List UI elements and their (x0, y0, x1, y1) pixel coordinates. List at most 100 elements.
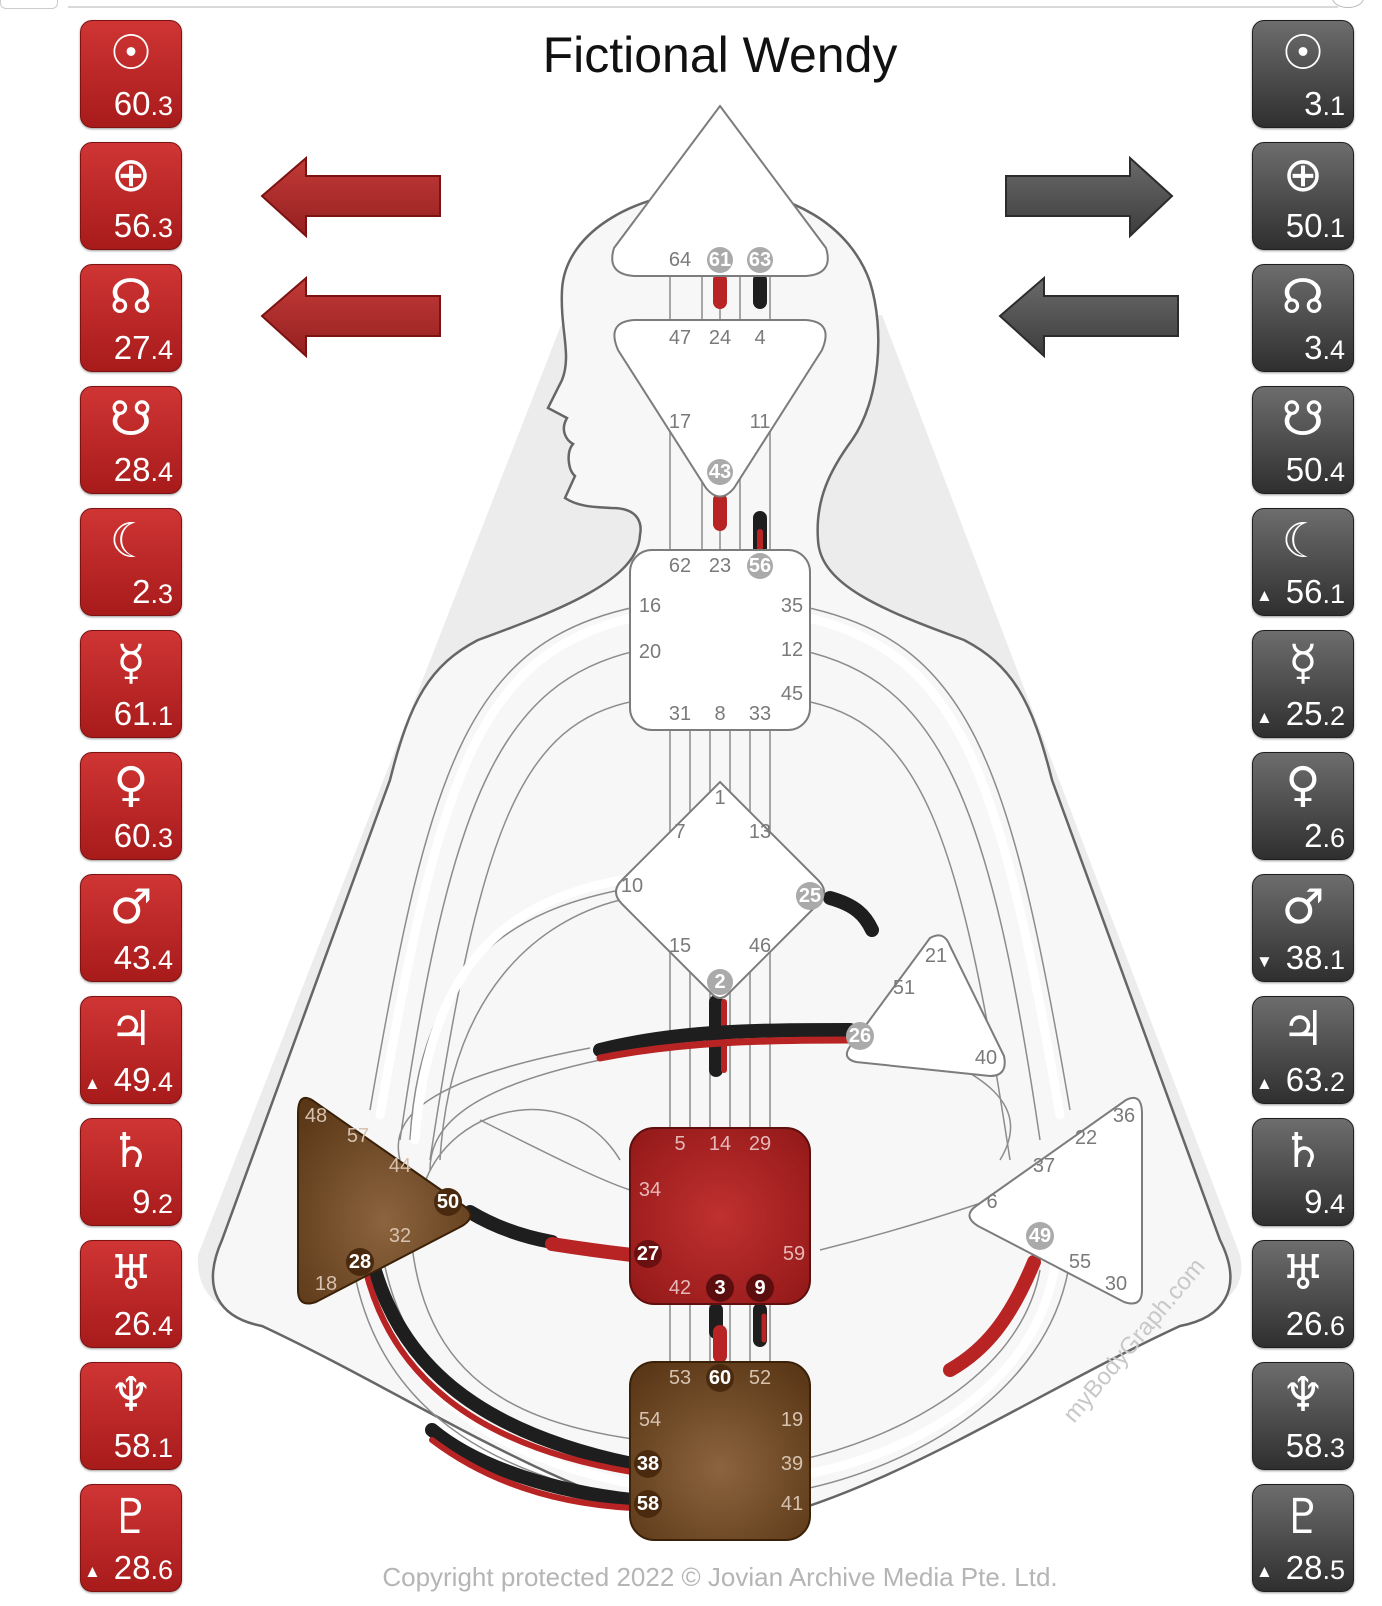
south-node-icon: ☋ (109, 391, 153, 447)
personality-planet-mars[interactable]: ♂38.1▼ (1252, 874, 1354, 982)
line-number: .5 (1322, 1555, 1345, 1585)
sun-icon: ☉ (109, 25, 153, 81)
gate-number: 9 (132, 1183, 151, 1220)
design-planet-saturn[interactable]: ♄9.2 (80, 1118, 182, 1226)
gate-44: 44 (389, 1155, 411, 1177)
gate-40: 40 (975, 1047, 997, 1069)
variable-arrow-left-top (260, 155, 441, 239)
gate-64: 64 (669, 249, 691, 271)
line-number: .1 (1322, 91, 1345, 121)
line-number: .1 (1322, 579, 1345, 609)
gate-3: 3 (714, 1277, 725, 1299)
window-corner-left (0, 0, 58, 9)
gate-47: 47 (669, 327, 691, 349)
gate-41: 41 (781, 1493, 803, 1515)
channel-tracks (347, 270, 1071, 1501)
personality-planet-mercury[interactable]: ☿25.2▲ (1252, 630, 1354, 738)
personality-planet-earth[interactable]: ⊕50.1 (1252, 142, 1354, 250)
design-planet-neptune[interactable]: ♆58.1 (80, 1362, 182, 1470)
ajna-center (613, 319, 827, 498)
planet-gate-value: 60.3 (114, 817, 173, 857)
gate-13: 13 (749, 821, 771, 843)
personality-planet-neptune[interactable]: ♆58.3 (1252, 1362, 1354, 1470)
gate-38: 38 (637, 1453, 659, 1475)
personality-planet-jupiter[interactable]: ♃63.2▲ (1252, 996, 1354, 1104)
personality-planet-moon[interactable]: ☾56.1▲ (1252, 508, 1354, 616)
design-planet-venus[interactable]: ♀60.3 (80, 752, 182, 860)
design-planet-mercury[interactable]: ☿61.1 (80, 630, 182, 738)
personality-planets-column: ☉3.1⊕50.1☊3.4☋50.4☾56.1▲☿25.2▲♀2.6♂38.1▼… (1252, 20, 1356, 1606)
variable-arrow-right-top (1005, 155, 1174, 239)
gate-number: 28 (1285, 1549, 1323, 1586)
saturn-icon: ♄ (109, 1123, 153, 1179)
line-number: .1 (150, 701, 173, 731)
earth-icon: ⊕ (1282, 147, 1324, 203)
personality-planet-uranus[interactable]: ♅26.6 (1252, 1240, 1354, 1348)
personality-planet-pluto[interactable]: ♇28.5▲ (1252, 1484, 1354, 1592)
gate-number: 58 (113, 1427, 151, 1464)
design-planet-moon[interactable]: ☾2.3 (80, 508, 182, 616)
gate-55: 55 (1069, 1251, 1091, 1273)
gate-6: 6 (986, 1191, 997, 1213)
design-planet-jupiter[interactable]: ♃49.4▲ (80, 996, 182, 1104)
design-planet-mars[interactable]: ♂43.4 (80, 874, 182, 982)
personality-planet-north-node[interactable]: ☊3.4 (1252, 264, 1354, 372)
gate-49: 49 (1029, 1225, 1051, 1247)
chart-title: Fictional Wendy (543, 27, 898, 83)
planet-gate-value: 43.4 (114, 939, 173, 979)
planet-gate-value: 2.3 (132, 573, 173, 613)
gate-33: 33 (749, 703, 771, 725)
gate-28: 28 (349, 1251, 371, 1273)
gate-number: 58 (1285, 1427, 1323, 1464)
design-planet-uranus[interactable]: ♅26.4 (80, 1240, 182, 1348)
planet-gate-value: 27.4 (114, 329, 173, 369)
personality-planet-venus[interactable]: ♀2.6 (1252, 752, 1354, 860)
planet-gate-value: 56.3 (114, 207, 173, 247)
exalted-arrow-icon: ▲ (84, 1562, 101, 1581)
planet-gate-value: 38.1 (1286, 939, 1345, 979)
moon-icon: ☾ (109, 513, 153, 569)
uranus-icon: ♅ (1281, 1245, 1325, 1301)
gate-19: 19 (781, 1409, 803, 1431)
planet-gate-value: 28.4 (114, 451, 173, 491)
venus-icon: ♀ (1285, 757, 1321, 813)
gate-number: 3 (1304, 85, 1323, 122)
planet-gate-value: 56.1 (1286, 573, 1345, 613)
design-planet-sun[interactable]: ☉60.3 (80, 20, 182, 128)
north-node-icon: ☊ (109, 269, 153, 325)
gate-29: 29 (749, 1133, 771, 1155)
personality-planet-sun[interactable]: ☉3.1 (1252, 20, 1354, 128)
line-number: .2 (1322, 701, 1345, 731)
planet-gate-value: 9.2 (132, 1183, 173, 1223)
design-planet-earth[interactable]: ⊕56.3 (80, 142, 182, 250)
line-number: .3 (150, 213, 173, 243)
planet-gate-value: 28.5 (1286, 1549, 1345, 1589)
personality-planet-south-node[interactable]: ☋50.4 (1252, 386, 1354, 494)
gate-34: 34 (639, 1179, 661, 1201)
gate-24: 24 (709, 327, 731, 349)
pluto-icon: ♇ (1281, 1489, 1325, 1545)
jupiter-icon: ♃ (1281, 1001, 1325, 1057)
planet-gate-value: 58.1 (114, 1427, 173, 1467)
gate-50: 50 (437, 1191, 459, 1213)
root-center (629, 1361, 811, 1541)
gate-57: 57 (347, 1125, 369, 1147)
gate-15: 15 (669, 935, 691, 957)
gate-30: 30 (1105, 1273, 1127, 1295)
design-planet-north-node[interactable]: ☊27.4 (80, 264, 182, 372)
neptune-icon: ♆ (109, 1367, 153, 1423)
solar-plexus-center (968, 1096, 1143, 1305)
gate-35: 35 (781, 595, 803, 617)
copyright-footer: Copyright protected 2022 © Jovian Archiv… (382, 1562, 1057, 1592)
gate-number: 50 (1285, 451, 1323, 488)
exalted-arrow-icon: ▲ (1256, 1562, 1273, 1581)
gate-number: 3 (1304, 329, 1323, 366)
design-planet-pluto[interactable]: ♇28.6▲ (80, 1484, 182, 1592)
personality-planet-saturn[interactable]: ♄9.4 (1252, 1118, 1354, 1226)
gate-number: 43 (113, 939, 151, 976)
gate-54: 54 (639, 1409, 661, 1431)
sacral-center (629, 1127, 811, 1305)
g-center (615, 780, 825, 999)
gate-number: 49 (113, 1061, 151, 1098)
design-planet-south-node[interactable]: ☋28.4 (80, 386, 182, 494)
